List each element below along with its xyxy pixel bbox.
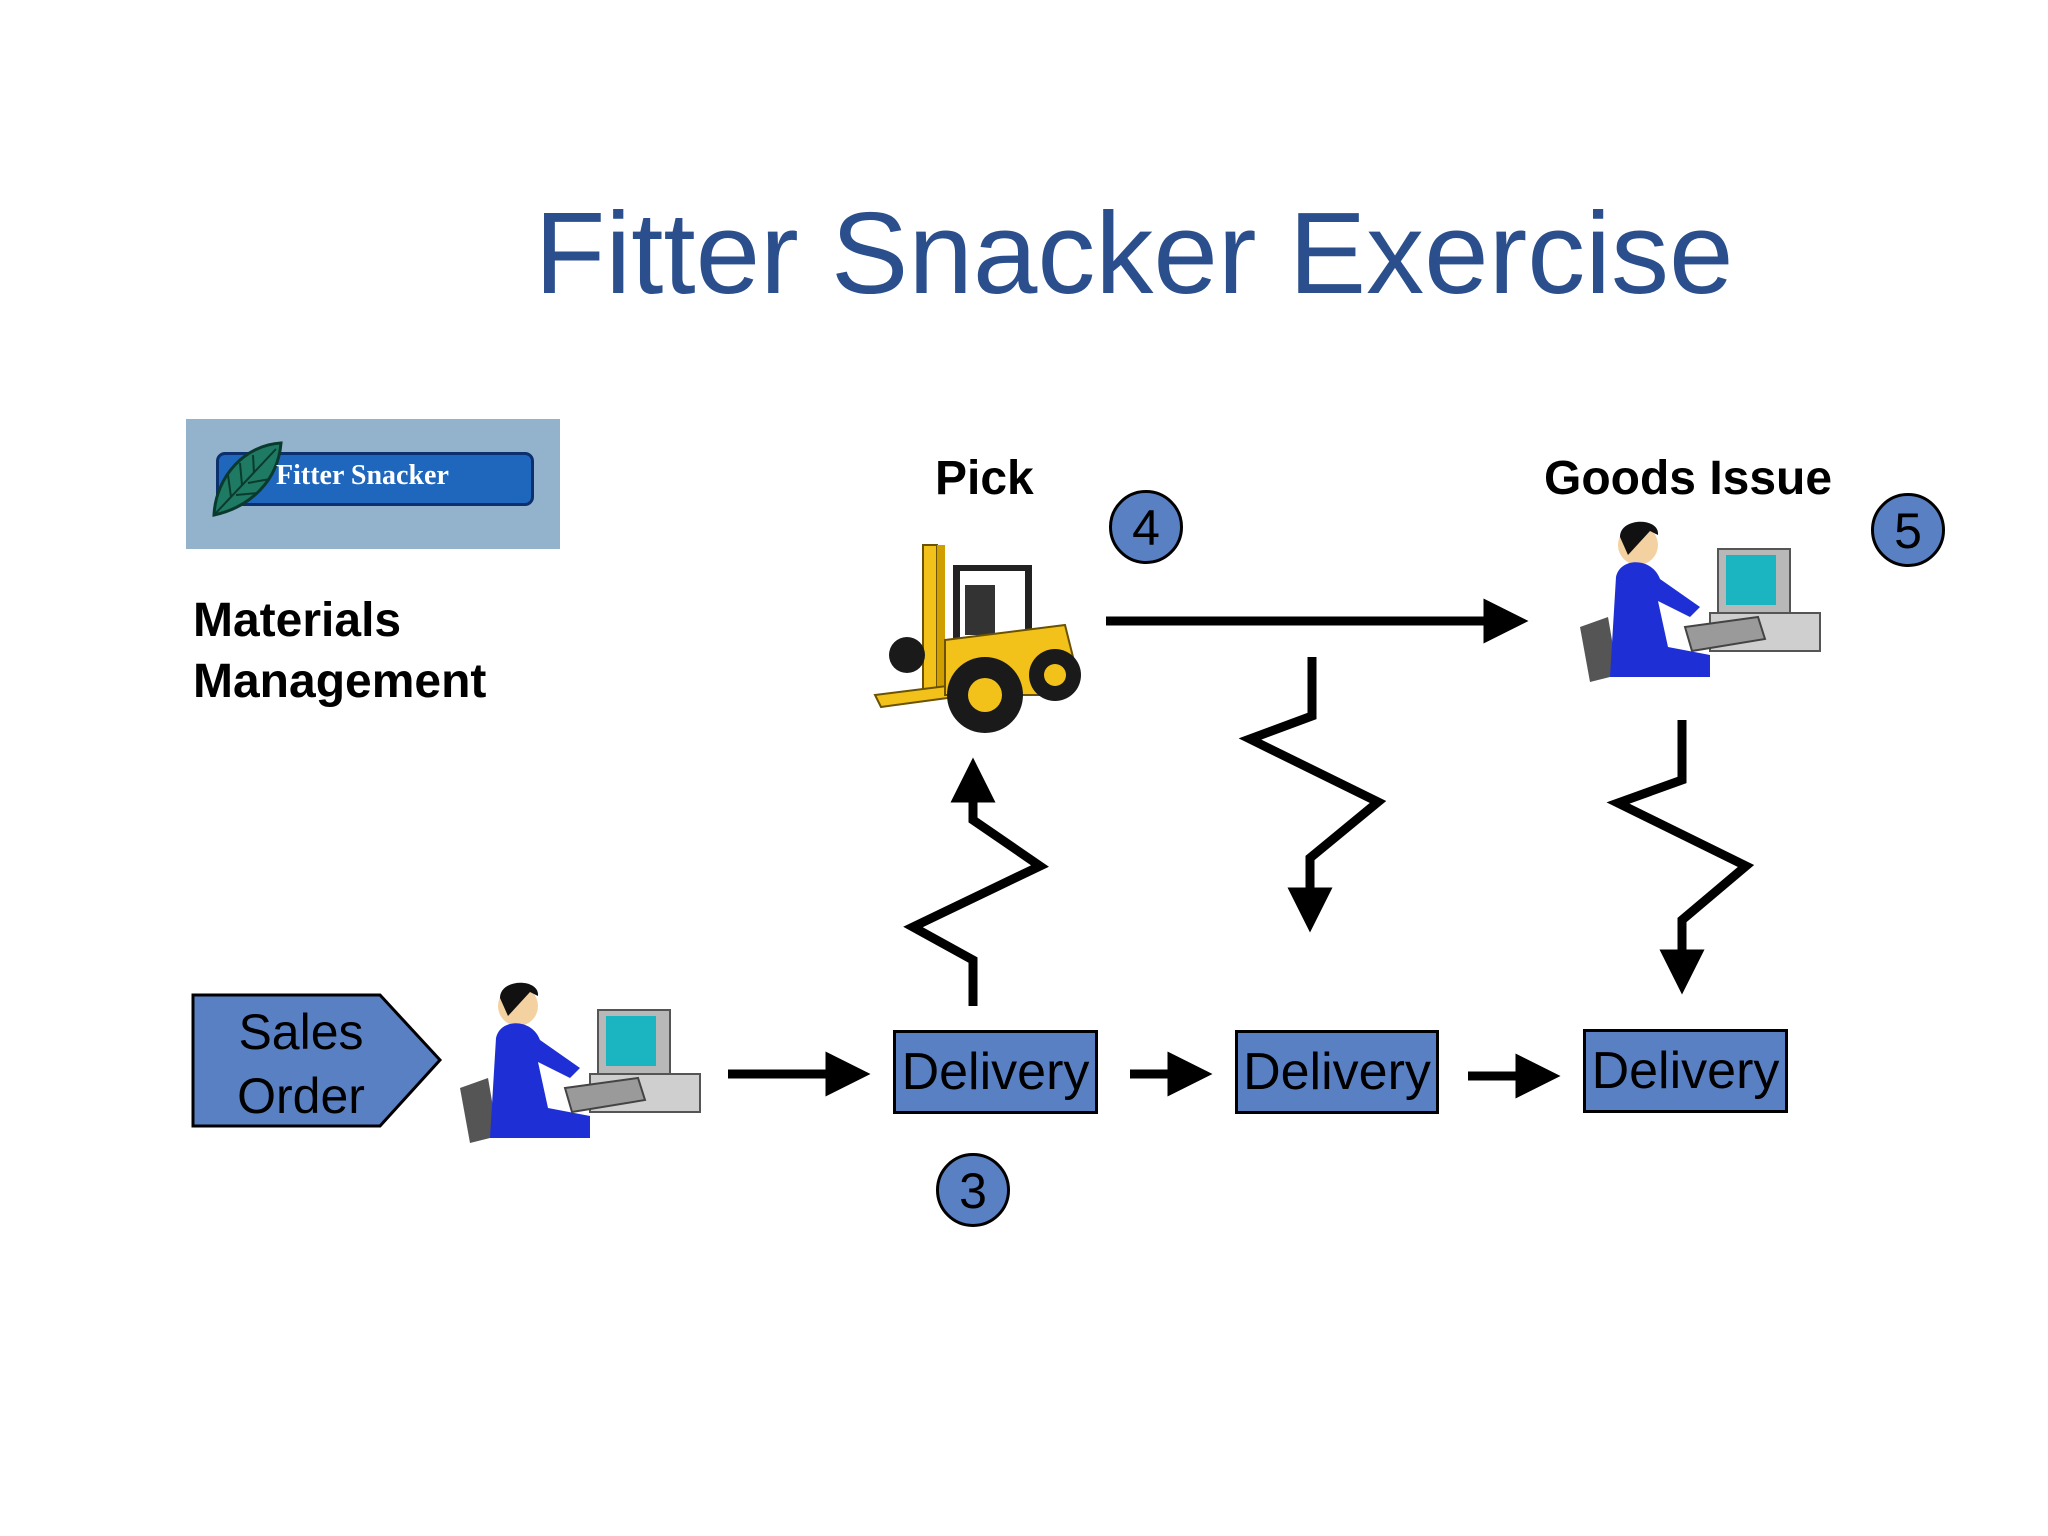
pick-label: Pick: [935, 452, 1034, 505]
sales-order-shape: [191, 993, 443, 1128]
sales-order-label: Sales Order: [190, 1000, 412, 1128]
delivery-box-3: Delivery: [1583, 1029, 1788, 1113]
step-5-badge: 5: [1871, 493, 1945, 567]
lightning-arrow-to-delivery-2: [1238, 657, 1387, 933]
fitter-snacker-logo: Fitter Snacker: [186, 419, 560, 549]
goods-issue-operator-icon: [1580, 521, 1821, 682]
logo-text: Fitter Snacker: [276, 460, 449, 491]
sales-order-line-1: Sales: [238, 1004, 364, 1060]
sales-order-line-2: Order: [237, 1068, 365, 1124]
delivery-box-2: Delivery: [1235, 1030, 1439, 1114]
computer-operator-icon: [460, 982, 701, 1143]
step-4-badge: 4: [1109, 490, 1183, 564]
goods-issue-label: Goods Issue: [1544, 452, 1833, 505]
delivery-box-1: Delivery: [893, 1030, 1098, 1114]
lightning-arrow-to-pick: [903, 757, 1049, 1006]
slide-title: Fitter Snacker Exercise: [534, 188, 1734, 318]
forklift-icon: [873, 544, 1081, 733]
step-3-badge: 3: [936, 1153, 1010, 1227]
section-label: Materials Management: [193, 594, 487, 708]
lightning-arrow-to-delivery-3: [1606, 720, 1755, 995]
leaf-icon: [212, 441, 283, 517]
